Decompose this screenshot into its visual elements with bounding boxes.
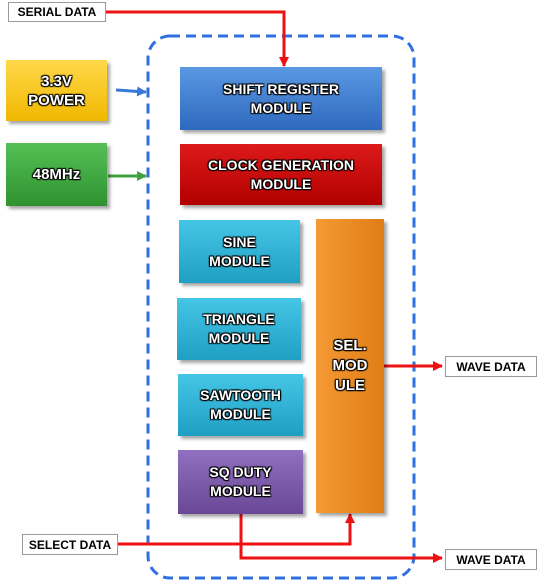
power-line-1: 3.3V [41,72,72,90]
sine-module: SINE MODULE [179,220,300,283]
triangle-line-1: TRIANGLE [203,311,275,327]
triangle-line-2: MODULE [208,330,270,346]
sine-line-2: MODULE [209,252,270,269]
sawtooth-module: SAWTOOTH MODULE [178,374,303,436]
power-line-2: POWER [28,91,85,109]
sq-duty-line-1: SQ DUTY [209,464,272,480]
power-arrow [115,86,147,97]
sq-duty-module: SQ DUTY MODULE [178,450,303,514]
sawtooth-line-1: SAWTOOTH [200,387,281,403]
select-line-2: MOD [332,357,368,374]
serial-data-arrow [106,10,289,67]
wave-data-label-2: WAVE DATA [445,549,537,570]
wave-data-arrow-2 [239,514,443,563]
clock-generation-line-1: CLOCK GENERATION [208,156,354,173]
clock-input-box: 48MHz [6,143,107,206]
clock-generation-line-2: MODULE [250,175,312,192]
power-input-box: 3.3V POWER [6,60,107,121]
sine-line-1: SINE [223,233,256,250]
select-data-arrow [118,513,355,546]
sawtooth-line-2: MODULE [210,406,271,422]
wave-data-label-1: WAVE DATA [445,356,537,377]
shift-register-line-2: MODULE [250,99,312,116]
clock-input-line-1: 48MHz [32,166,81,183]
shift-register-line-1: SHIFT REGISTER [223,80,339,97]
triangle-module: TRIANGLE MODULE [177,298,301,360]
clock-generation-module: CLOCK GENERATION MODULE [180,144,382,205]
select-module: SEL. MOD ULE [316,219,384,513]
shift-register-module: SHIFT REGISTER MODULE [180,67,382,130]
select-line-1: SEL. [333,337,367,354]
fpga-container [146,34,416,580]
select-data-label: SELECT DATA [22,534,118,555]
serial-data-label: SERIAL DATA [8,2,106,22]
sq-duty-line-2: MODULE [210,483,271,499]
select-line-3: ULE [335,377,365,394]
